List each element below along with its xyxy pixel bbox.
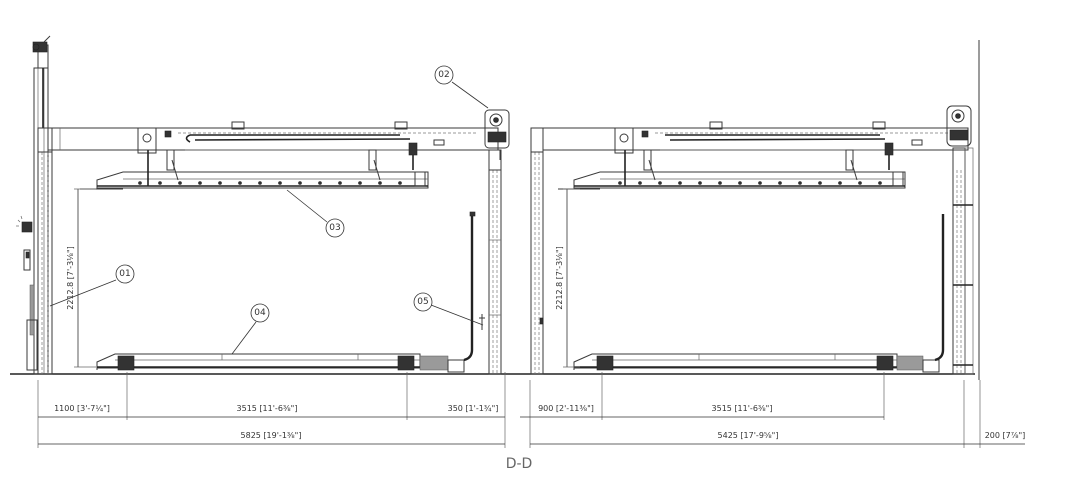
dim-left-offset: 1100 [3'-7¼"]	[54, 404, 110, 413]
dim-left-right-offset: 350 [1'-1¾"]	[448, 404, 499, 413]
right-drive-motor-icon	[946, 105, 972, 147]
left-clearance-dim: 2212.8 [7'-3⅛"]	[66, 188, 96, 368]
right-lower-platform	[573, 214, 945, 373]
control-box	[23, 249, 31, 271]
left-post	[16, 35, 53, 375]
dim-right-wheelbase: 3515 [11'-6⅜"]	[712, 404, 773, 413]
right-clearance-label: 2212.8 [7'-3⅛"]	[555, 246, 564, 309]
dim-right-left-offset: 900 [2'-11⅜"]	[538, 404, 594, 413]
left-bay-dims: 1100 [3'-7¼"] 3515 [11'-6⅜"] 350 [1'-1¾"…	[37, 372, 506, 448]
right-clearance-dim: 2212.8 [7'-3⅛"]	[555, 188, 580, 368]
left-top-beam	[47, 121, 499, 170]
right-bay-right-post	[946, 40, 980, 380]
balloon-01: 01	[49, 264, 135, 307]
warning-lamp-icon	[21, 221, 33, 233]
balloon-04: 04	[231, 303, 270, 355]
dim-left-wheelbase: 3515 [11'-6⅜"]	[237, 404, 298, 413]
svg-text:02: 02	[438, 70, 449, 80]
right-bay: 2212.8 [7'-3⅛"] 900 [2'-11⅜"] 3515 [11'-…	[520, 40, 1025, 448]
left-clearance-label: 2212.8 [7'-3⅛"]	[66, 246, 75, 309]
drive-motor-icon	[484, 109, 510, 149]
left-bay: 2212.8 [7'-3⅛"] 1100 [3'-7¼"] 3515 [11'-…	[16, 35, 510, 448]
left-lower-platform	[96, 211, 485, 373]
svg-text:01: 01	[119, 269, 130, 279]
svg-text:04: 04	[254, 308, 266, 318]
dim-end-clearance: 200 [7⅞"]	[985, 431, 1026, 440]
right-bay-dims: 900 [2'-11⅜"] 3515 [11'-6⅜"] 5425 [17'-9…	[520, 372, 1025, 448]
balloon-03: 03	[286, 189, 345, 238]
right-upper-platform	[558, 149, 906, 190]
left-bay-right-post	[484, 109, 510, 375]
section-label: D-D	[506, 456, 533, 472]
left-upper-platform	[80, 149, 429, 190]
right-top-beam	[542, 121, 969, 170]
dim-right-overall: 5425 [17'-9⅝"]	[718, 431, 779, 440]
balloon-05: 05	[413, 292, 484, 326]
balloon-02: 02	[434, 65, 489, 109]
right-bay-left-post	[530, 127, 544, 375]
svg-text:05: 05	[417, 297, 428, 307]
svg-text:03: 03	[329, 223, 340, 233]
dim-left-overall: 5825 [19'-1⅜"]	[241, 431, 302, 440]
